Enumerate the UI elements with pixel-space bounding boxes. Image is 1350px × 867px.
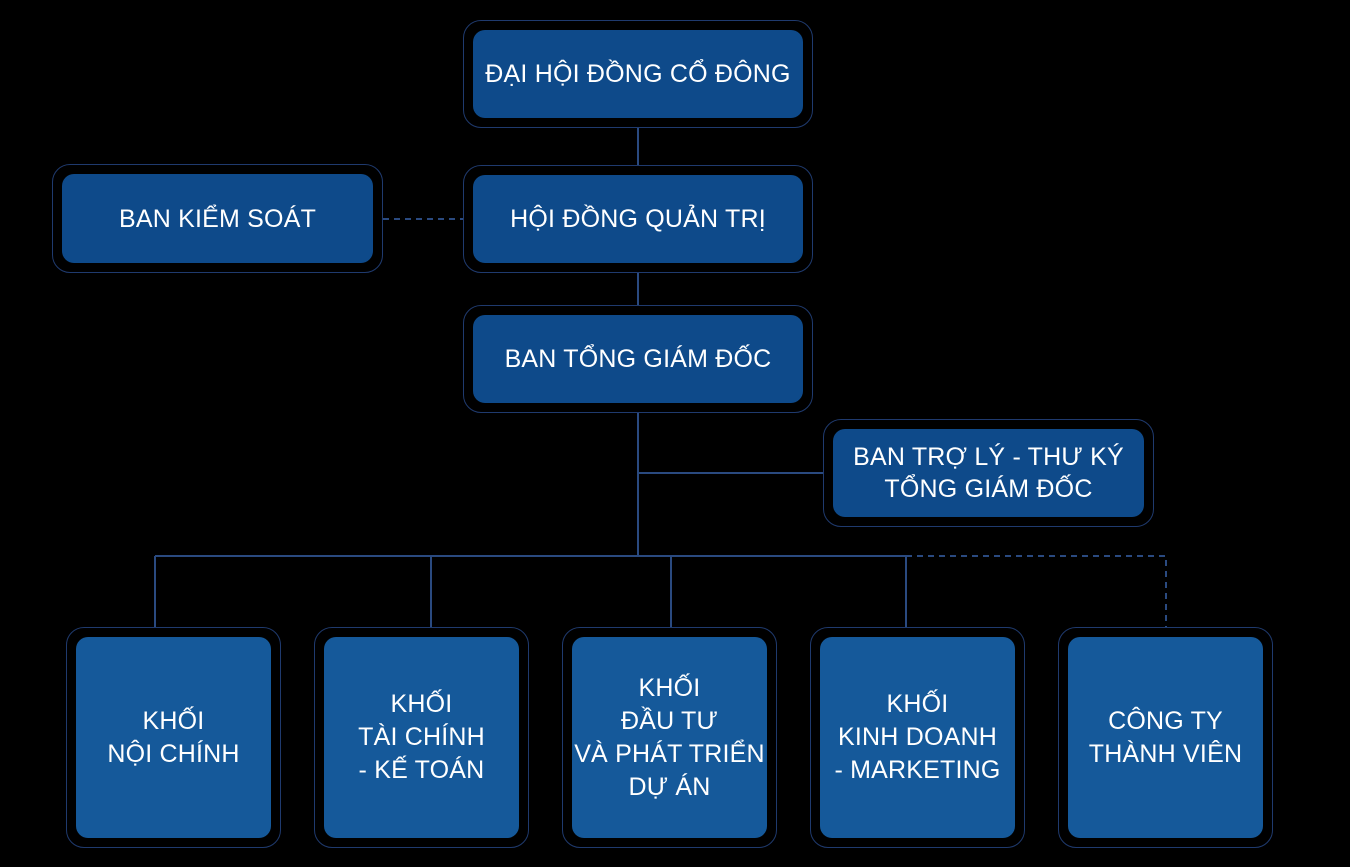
division-investment-development-label: KHỐI ĐẦU TƯ VÀ PHÁT TRIỂN DỰ ÁN — [572, 637, 767, 838]
shareholders-label: ĐẠI HỘI ĐỒNG CỔ ĐÔNG — [473, 30, 803, 118]
division-internal-affairs-box: KHỐI NỘI CHÍNH — [66, 627, 281, 848]
supervisory-board-box: BAN KIỂM SOÁT — [52, 164, 383, 273]
shareholders-box: ĐẠI HỘI ĐỒNG CỔ ĐÔNG — [463, 20, 813, 128]
supervisory-board-label: BAN KIỂM SOÁT — [62, 174, 373, 263]
division-sales-marketing-label: KHỐI KINH DOANH - MARKETING — [820, 637, 1015, 838]
general-directors-box: BAN TỔNG GIÁM ĐỐC — [463, 305, 813, 413]
division-internal-affairs-label: KHỐI NỘI CHÍNH — [76, 637, 271, 838]
connector-member-company-dashed — [906, 555, 1167, 627]
division-finance-accounting-label: KHỐI TÀI CHÍNH - KẾ TOÁN — [324, 637, 519, 838]
assistant-secretary-label: BAN TRỢ LÝ - THƯ KÝ TỔNG GIÁM ĐỐC — [833, 429, 1144, 517]
division-investment-development-box: KHỐI ĐẦU TƯ VÀ PHÁT TRIỂN DỰ ÁN — [562, 627, 777, 848]
assistant-secretary-box: BAN TRỢ LÝ - THƯ KÝ TỔNG GIÁM ĐỐC — [823, 419, 1154, 527]
general-directors-label: BAN TỔNG GIÁM ĐỐC — [473, 315, 803, 403]
division-finance-accounting-box: KHỐI TÀI CHÍNH - KẾ TOÁN — [314, 627, 529, 848]
member-companies-label: CÔNG TY THÀNH VIÊN — [1068, 637, 1263, 838]
board-of-directors-box: HỘI ĐỒNG QUẢN TRỊ — [463, 165, 813, 273]
member-companies-box: CÔNG TY THÀNH VIÊN — [1058, 627, 1273, 848]
board-of-directors-label: HỘI ĐỒNG QUẢN TRỊ — [473, 175, 803, 263]
division-sales-marketing-box: KHỐI KINH DOANH - MARKETING — [810, 627, 1025, 848]
